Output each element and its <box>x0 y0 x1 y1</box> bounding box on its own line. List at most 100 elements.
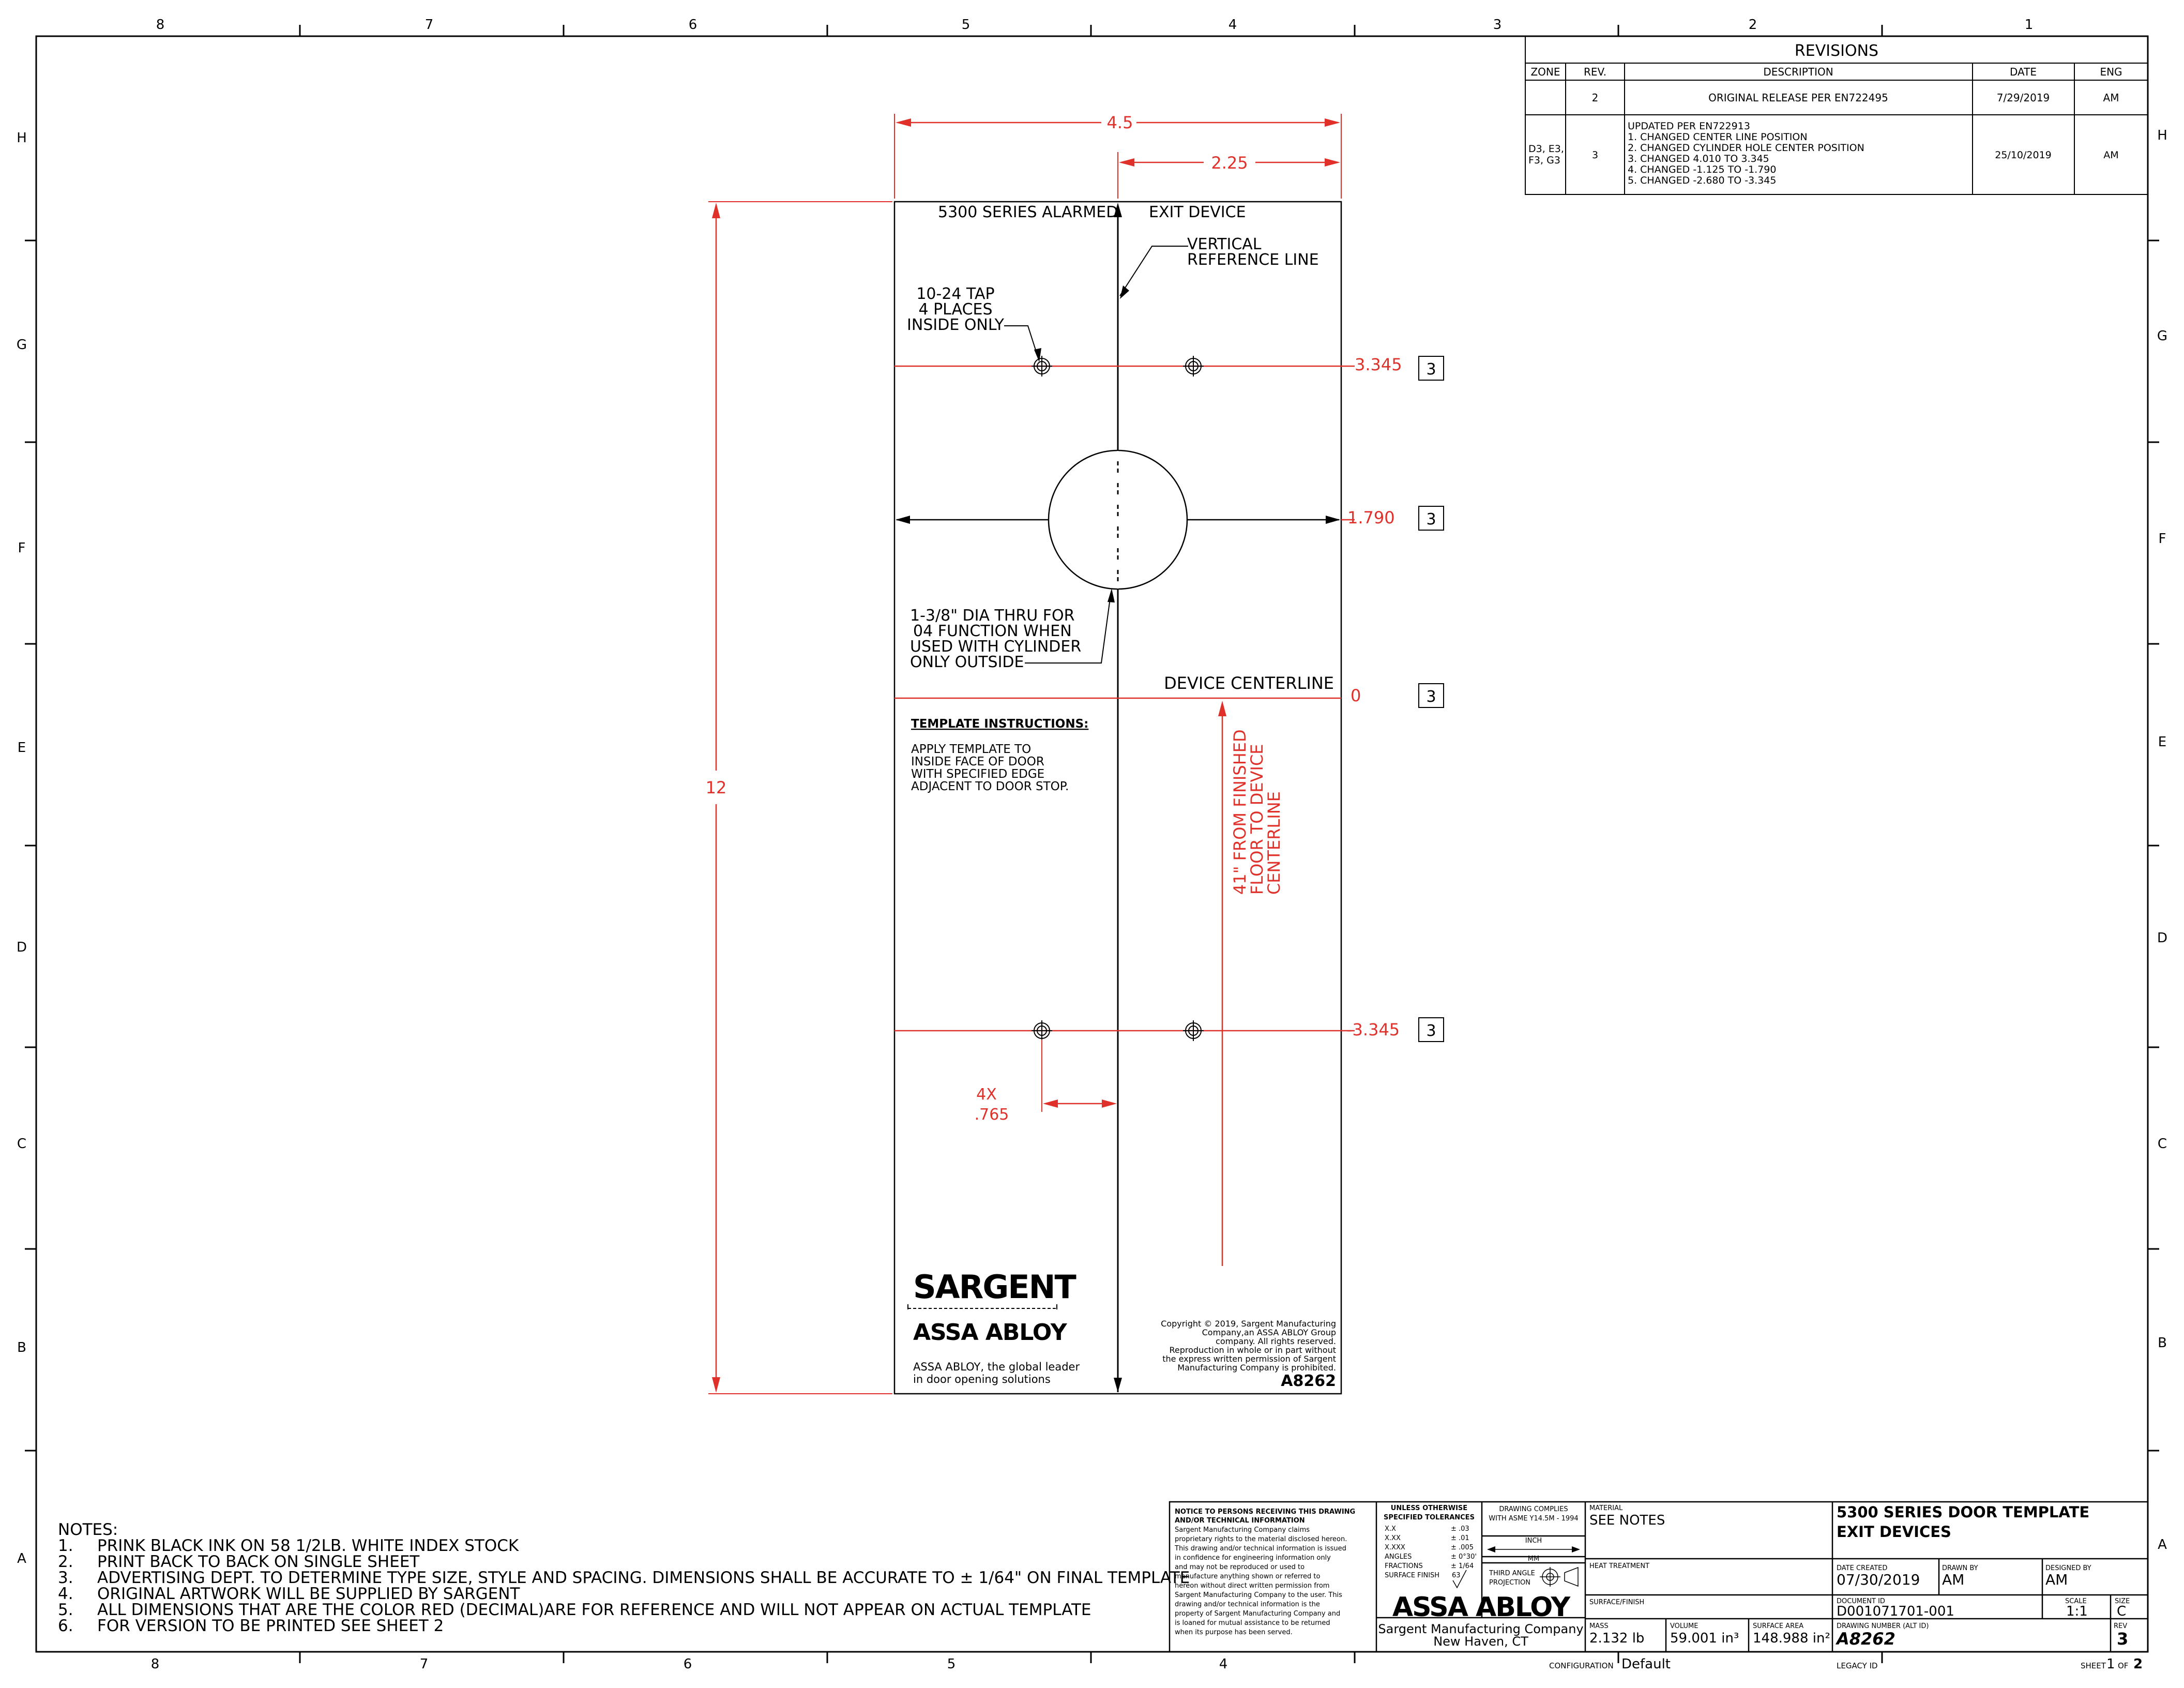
revision-description: UPDATED PER EN722913 <box>1628 120 1750 132</box>
revisions-table: REVISIONS ZONE REV. DESCRIPTION DATE ENG… <box>1525 36 2148 195</box>
half-width-dimension <box>1117 152 1340 199</box>
document-id-label: DOCUMENT ID <box>1837 1597 1885 1605</box>
note-text: FOR VERSION TO BE PRINTED SEE SHEET 2 <box>97 1617 444 1635</box>
revision-description: ORIGINAL RELEASE PER EN722495 <box>1708 92 1888 104</box>
zone-ticks <box>25 25 2159 1663</box>
scale-label: SCALE <box>2065 1597 2087 1605</box>
third-angle-projection-icon <box>1540 1566 1579 1587</box>
note-number: 6. <box>58 1617 73 1635</box>
tolerance-value: ± 0°30' <box>1451 1553 1477 1561</box>
revision-rev: 2 <box>1592 92 1599 104</box>
legacy-id-label: LEGACY ID <box>1837 1661 1878 1670</box>
revision-rev: 3 <box>1592 149 1598 161</box>
surface-area-value: 148.988 in² <box>1753 1631 1830 1646</box>
revision-zone: F3, G3 <box>1528 155 1560 166</box>
zone-label-top: 3 <box>1493 17 1502 33</box>
zone-label-left: E <box>18 740 26 756</box>
rev-value: 3 <box>2117 1629 2128 1649</box>
instructions-line: WITH SPECIFIED EDGE <box>911 767 1044 781</box>
surface-finish-icon <box>1452 1570 1467 1589</box>
unit-mm: MM <box>1528 1555 1539 1563</box>
notice-body: This drawing and/or technical informatio… <box>1174 1545 1346 1553</box>
zone-label-bottom: 6 <box>684 1656 692 1672</box>
instructions-line: ADJACENT TO DOOR STOP. <box>911 780 1069 793</box>
zone-label-right: C <box>2158 1136 2167 1152</box>
designed-by-value: AM <box>2045 1571 2068 1588</box>
notice-body: and may not be reproduced or used to <box>1175 1563 1305 1571</box>
configuration-value: Default <box>1621 1656 1671 1672</box>
cylinder-note: USED WITH CYLINDER <box>910 638 1081 656</box>
zone-label-top: 1 <box>2025 17 2034 33</box>
tap-leader <box>1004 325 1041 362</box>
surface-area-label: SURFACE AREA <box>1753 1622 1803 1630</box>
rev-label: REV <box>2114 1622 2127 1630</box>
tap-hole <box>1183 356 1204 376</box>
date-created-value: 07/30/2019 <box>1837 1571 1920 1588</box>
floor-height-note-line: 41" FROM FINISHED <box>1230 729 1250 895</box>
tolerance-key: ANGLES <box>1385 1553 1412 1561</box>
notice-body: in confidence for engineering informatio… <box>1175 1554 1331 1562</box>
company-city: New Haven, CT <box>1433 1634 1528 1649</box>
tolerance-key: SURFACE FINISH <box>1385 1572 1439 1579</box>
zone-label-top: 5 <box>962 17 970 33</box>
zone-label-right: H <box>2157 128 2167 143</box>
svg-text:3: 3 <box>1426 1022 1436 1040</box>
zone-label-bottom: 7 <box>420 1656 429 1672</box>
revision-tag: 3 <box>1418 1017 1444 1042</box>
tap-note: INSIDE ONLY <box>907 316 1005 334</box>
revision-description: 5. CHANGED -2.680 TO -3.345 <box>1628 175 1776 186</box>
drawing-number-value: A8262 <box>1835 1629 1895 1649</box>
floor-height-arrow <box>1218 701 1226 1266</box>
note-text: ORIGINAL ARTWORK WILL BE SUPPLIED BY SAR… <box>97 1585 521 1603</box>
sheet-number: 1 <box>2106 1656 2115 1672</box>
copyright-line: Company,an ASSA ABLOY Group <box>1202 1328 1336 1337</box>
tolerance-value: 63 <box>1452 1572 1461 1579</box>
company-name: Sargent Manufacturing Company <box>1378 1622 1583 1636</box>
revisions-header: REV. <box>1584 66 1606 78</box>
width-dimension <box>894 114 1342 199</box>
svg-text:3: 3 <box>1426 510 1436 529</box>
zone-label-top: 2 <box>1749 17 1757 33</box>
zone-label-left: C <box>17 1136 26 1152</box>
bottom-holes-dimension: -3.345 <box>1346 1020 1400 1039</box>
title-block <box>1169 1501 2149 1653</box>
centerline-dimension: 0 <box>1351 686 1361 705</box>
hole-offset-value: 4X <box>976 1086 997 1104</box>
designed-by-label: DESIGNED BY <box>2045 1564 2091 1572</box>
zone-label-right: E <box>2158 734 2166 750</box>
width-dimension-value: 4.5 <box>1107 113 1133 132</box>
brand-tagline: ASSA ABLOY, the global leader <box>913 1361 1080 1373</box>
tolerance-value: ± .03 <box>1451 1525 1469 1533</box>
svg-text:3: 3 <box>1426 688 1436 706</box>
size-label: SIZE <box>2115 1597 2130 1605</box>
note-text: ADVERTISING DEPT. TO DETERMINE TYPE SIZE… <box>97 1569 1190 1587</box>
revision-tag: 3 <box>1418 356 1444 381</box>
tolerance-title: SPECIFIED TOLERANCES <box>1384 1514 1475 1521</box>
zone-label-bottom: 5 <box>947 1656 956 1672</box>
note-text: PRINK BLACK INK ON 58 1/2LB. WHITE INDEX… <box>97 1536 519 1555</box>
size-value: C <box>2117 1604 2126 1619</box>
document-id-value: D001071701-001 <box>1837 1604 1954 1619</box>
complies-note: WITH ASME Y14.5M - 1994 <box>1489 1515 1578 1523</box>
half-width-dimension-value: 2.25 <box>1211 153 1248 173</box>
notice-body: hereon without direct written permission… <box>1175 1582 1329 1590</box>
copyright-line: company. All rights reserved. <box>1216 1336 1336 1346</box>
instructions-line: INSIDE FACE OF DOOR <box>911 755 1044 768</box>
floor-height-note-line: FLOOR TO DEVICE <box>1247 744 1267 895</box>
tap-hole <box>1032 1020 1052 1041</box>
revision-tag: 3 <box>1418 683 1444 708</box>
template-title: EXIT DEVICE <box>1149 203 1246 221</box>
revision-description: 3. CHANGED 4.010 TO 3.345 <box>1628 153 1769 164</box>
zone-label-left: G <box>17 337 27 353</box>
surface-finish-label: SURFACE/FINISH <box>1589 1599 1644 1606</box>
drawing-title: 5300 SERIES DOOR TEMPLATE <box>1837 1503 2089 1521</box>
tolerance-key: FRACTIONS <box>1385 1562 1423 1570</box>
revisions-header: DESCRIPTION <box>1763 66 1833 78</box>
revision-description: 2. CHANGED CYLINDER HOLE CENTER POSITION <box>1628 142 1864 154</box>
volume-value: 59.001 in³ <box>1670 1631 1739 1646</box>
part-number: A8262 <box>1281 1372 1336 1390</box>
vertical-reference-label: VERTICAL <box>1187 235 1262 253</box>
mass-value: 2.132 lb <box>1589 1631 1644 1646</box>
cylinder-leader <box>1025 589 1115 664</box>
